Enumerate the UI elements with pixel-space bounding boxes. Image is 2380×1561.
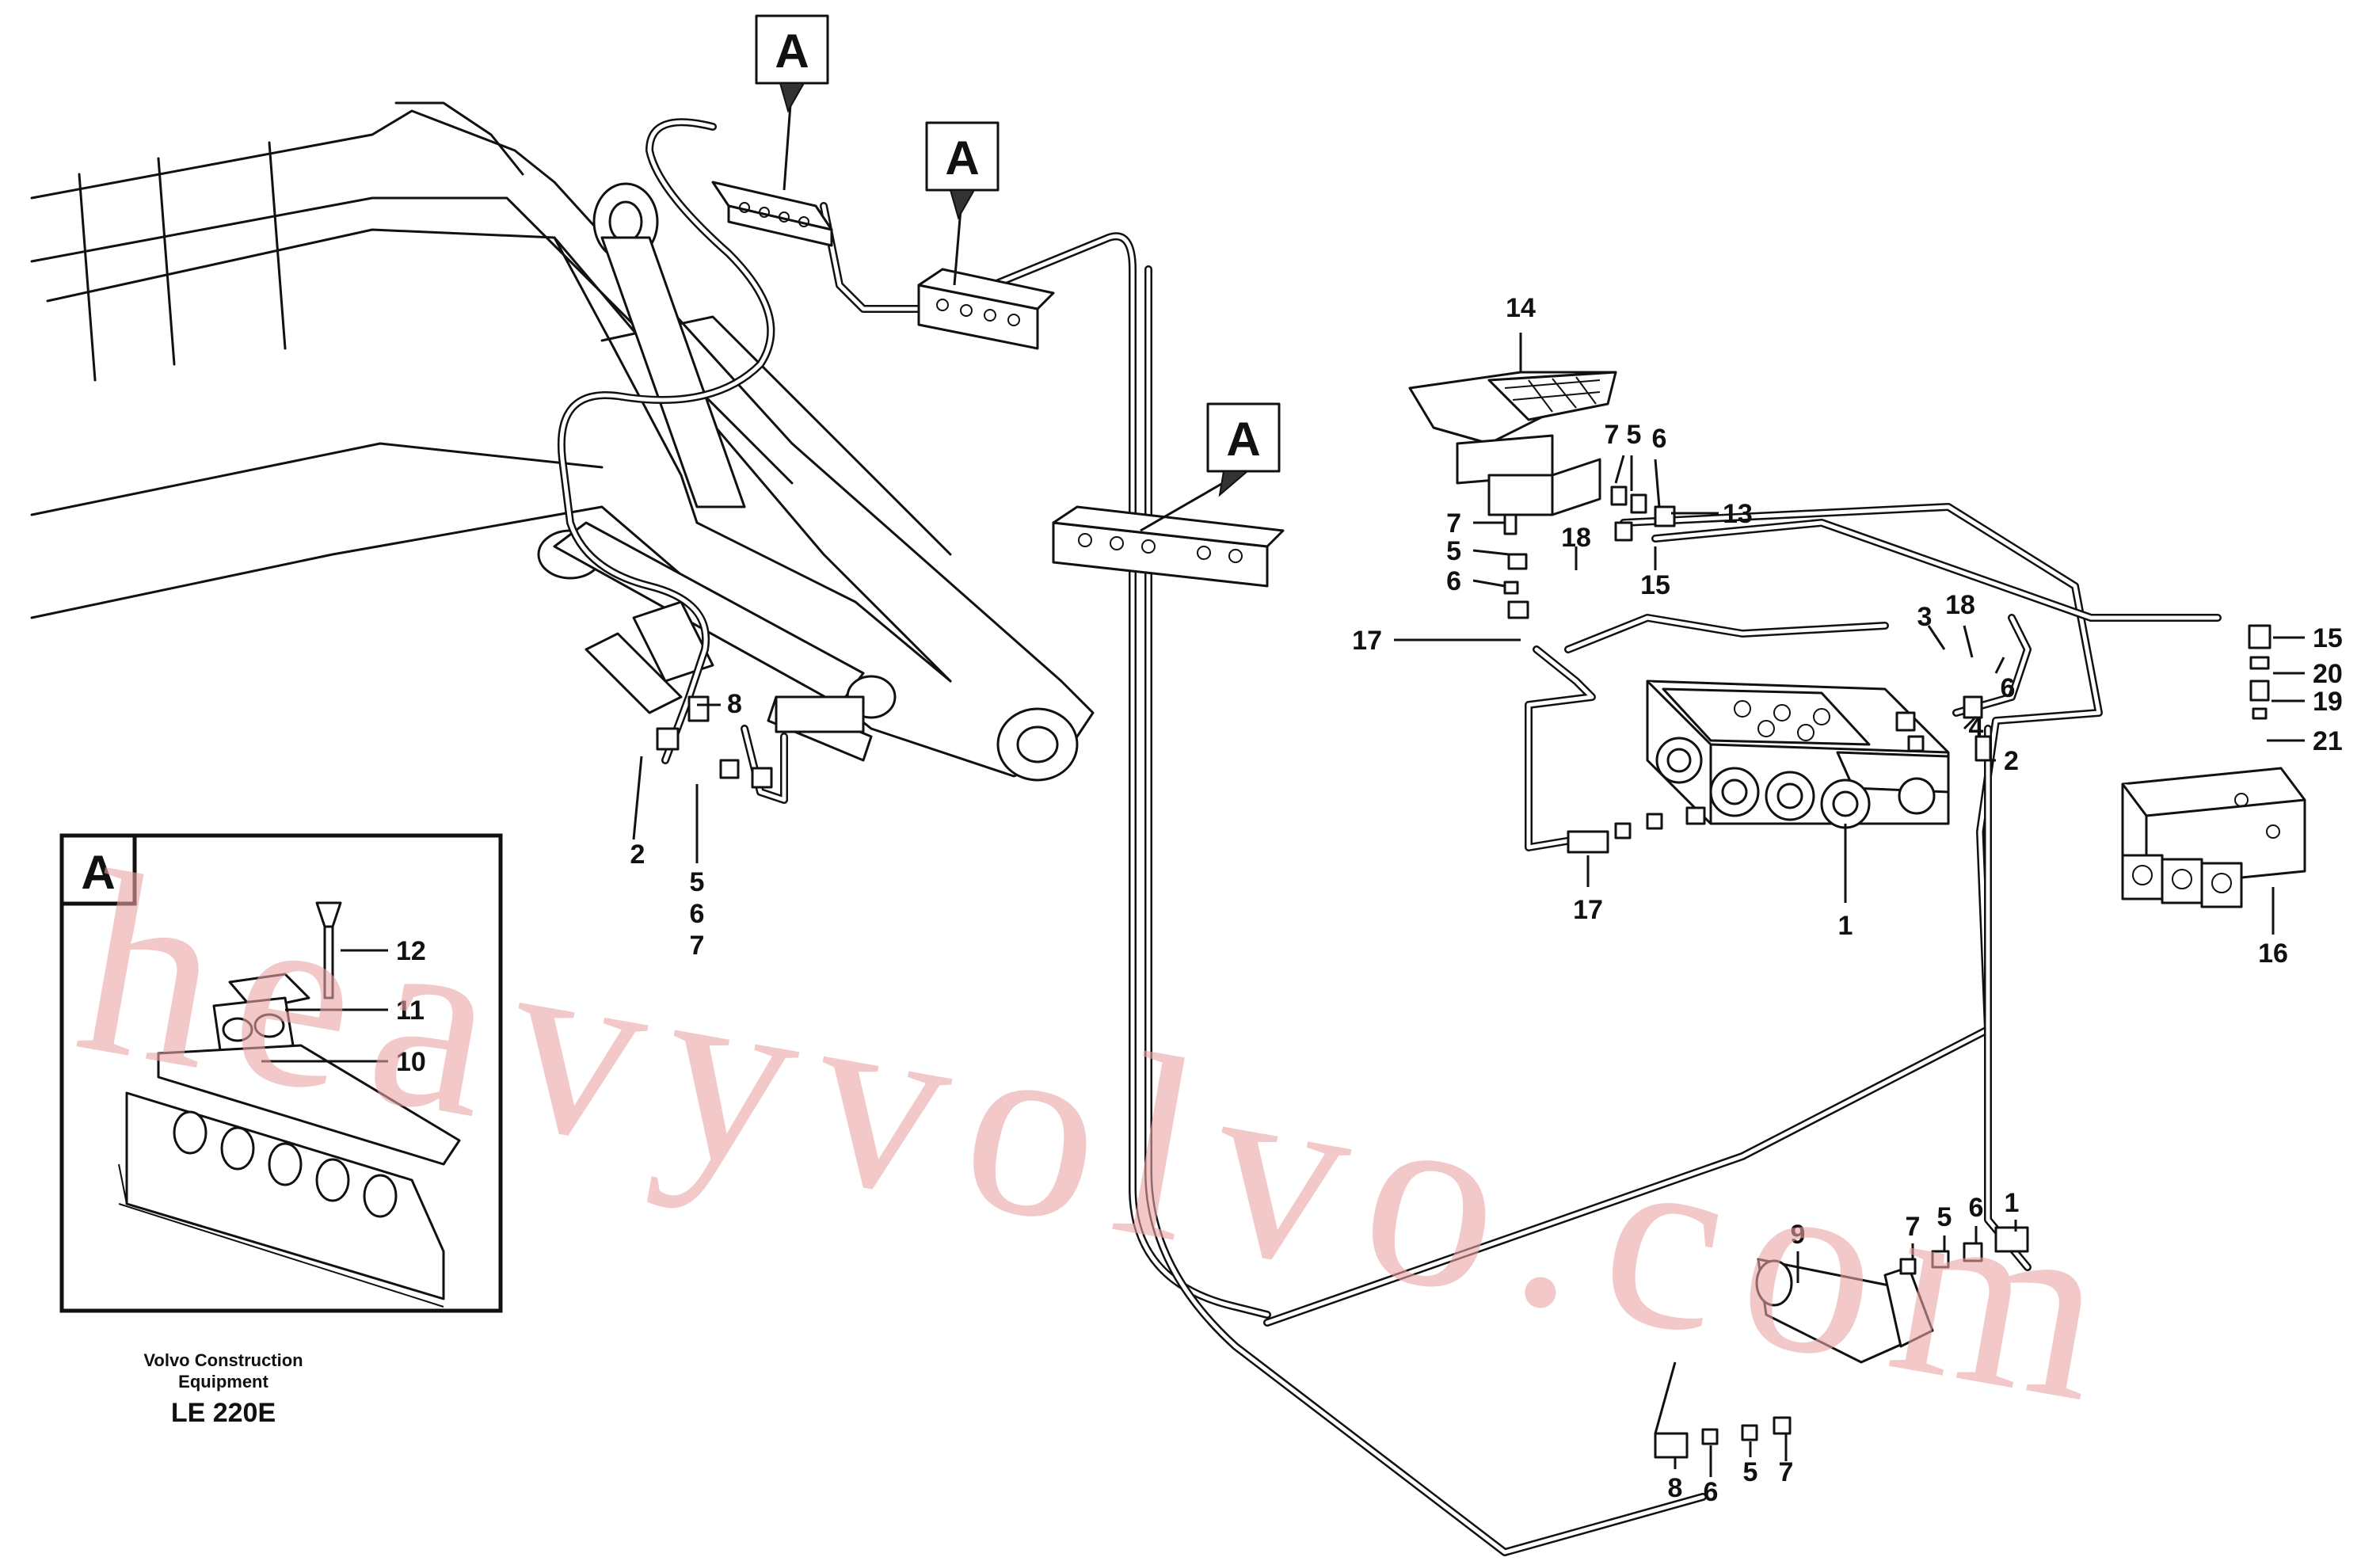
watermark: heavyvolvo.com <box>61 817 2147 1460</box>
callout-5: 5 <box>1743 1457 1758 1487</box>
callout-15: 15 <box>2313 623 2343 653</box>
callout-12: 12 <box>396 936 426 966</box>
callout-13: 13 <box>1723 499 1753 529</box>
foot-pedal <box>1408 371 1617 516</box>
callout-6: 6 <box>1652 424 1667 454</box>
pedal-bracket <box>1755 1258 1934 1364</box>
tag-letter: A <box>775 25 809 78</box>
callout-14: 14 <box>1506 293 1536 323</box>
callout-7: 7 <box>1779 1457 1794 1487</box>
callout-6: 6 <box>1704 1477 1719 1507</box>
section-tags: A A A <box>755 14 1281 532</box>
callout-6: 6 <box>1446 566 1461 596</box>
callout-numbers: 14 7 5 6 13 15 18 7 5 6 17 3 18 6 4 2 1 … <box>396 293 2343 1507</box>
credit-line-1: Volvo Construction <box>143 1350 303 1370</box>
callout-16: 16 <box>2258 939 2288 969</box>
valve-block <box>1646 680 1950 829</box>
tag-letter: A <box>1226 413 1260 466</box>
callout-18: 18 <box>1561 523 1591 553</box>
callout-19: 19 <box>2313 687 2343 717</box>
callout-5: 5 <box>1937 1202 1952 1232</box>
credit-block: Volvo Construction Equipment LE 220E <box>143 1350 303 1428</box>
callout-6: 6 <box>1969 1193 1984 1223</box>
callout-2: 2 <box>2004 746 2019 776</box>
detail-inset: A <box>59 833 503 1313</box>
callout-17: 17 <box>1573 895 1603 925</box>
callout-6: 6 <box>2001 673 2016 703</box>
callout-18: 18 <box>1945 590 1975 620</box>
callout-17: 17 <box>1352 626 1382 656</box>
callout-11: 11 <box>396 996 425 1026</box>
callout-5: 5 <box>690 867 705 897</box>
callout-21: 21 <box>2313 726 2343 756</box>
boom-assembly <box>30 101 1095 782</box>
callout-1: 1 <box>2005 1188 2020 1218</box>
model-label: LE 220E <box>171 1398 276 1428</box>
callout-1: 1 <box>1838 911 1853 941</box>
callout-8: 8 <box>727 689 742 719</box>
callout-8: 8 <box>1668 1473 1683 1503</box>
callout-15: 15 <box>1640 570 1670 600</box>
pipe-routing <box>557 118 2222 1556</box>
leader-lines <box>261 333 2305 1477</box>
callout-20: 20 <box>2313 659 2343 689</box>
callout-5: 5 <box>1627 420 1642 450</box>
callout-3: 3 <box>1917 602 1933 632</box>
valve-block-right <box>2121 767 2306 908</box>
callout-5: 5 <box>1446 536 1461 566</box>
inset-label: A <box>81 846 115 899</box>
callout-7: 7 <box>1446 508 1461 539</box>
callout-7: 7 <box>1906 1212 1921 1242</box>
callout-9: 9 <box>1791 1220 1806 1250</box>
fittings <box>656 485 2271 1459</box>
callout-6: 6 <box>690 899 705 929</box>
callout-2: 2 <box>630 840 645 870</box>
tag-letter: A <box>945 131 979 185</box>
credit-line-2: Equipment <box>178 1372 268 1392</box>
callout-7: 7 <box>690 931 705 961</box>
clamp-blocks <box>711 181 1285 588</box>
callout-4: 4 <box>1969 713 1984 743</box>
callout-10: 10 <box>396 1047 426 1077</box>
callout-7: 7 <box>1605 420 1620 450</box>
